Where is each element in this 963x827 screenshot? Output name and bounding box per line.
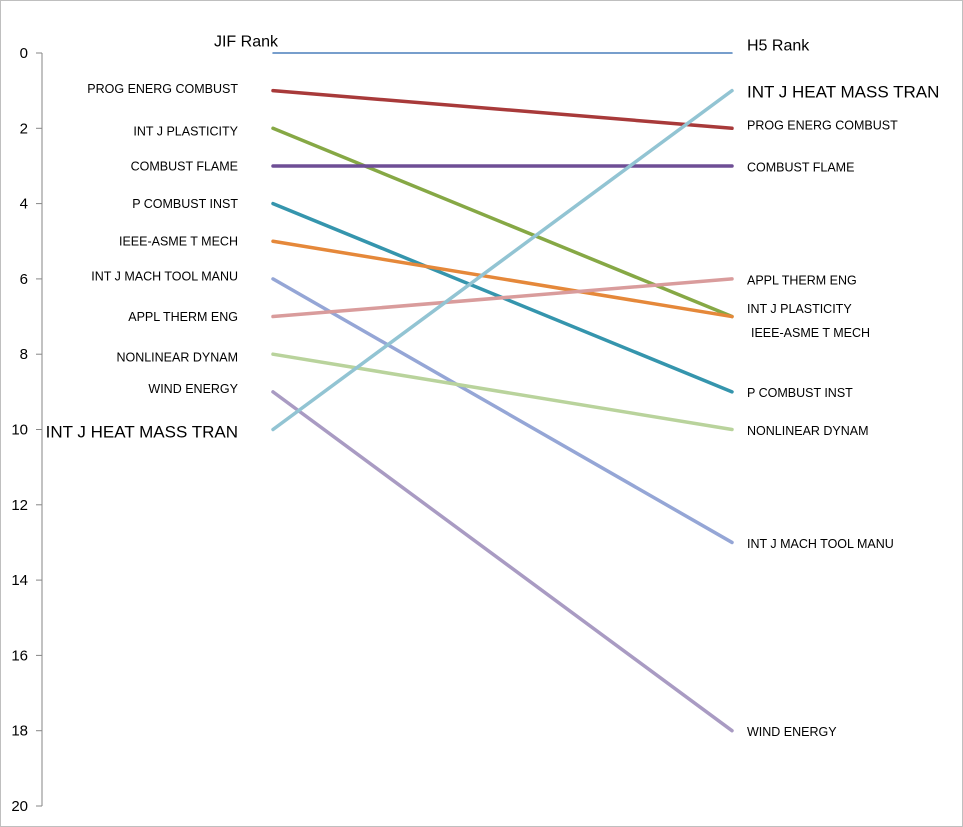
- y-tick-label: 6: [20, 271, 28, 288]
- series-line-8: [271, 277, 734, 319]
- right-label: INT J HEAT MASS TRAN: [747, 83, 939, 102]
- right-label: PROG ENERG COMBUST: [747, 119, 898, 133]
- right-label: COMBUST FLAME: [747, 160, 854, 174]
- y-tick-label: 8: [20, 346, 28, 363]
- series-line-6: [271, 239, 734, 319]
- left-label: APPL THERM ENG: [128, 310, 238, 324]
- left-label: INT J PLASTICITY: [133, 125, 238, 139]
- y-tick-label: 18: [11, 723, 28, 740]
- left-label: COMBUST FLAME: [131, 159, 238, 173]
- right-label: P COMBUST INST: [747, 386, 853, 400]
- series-line-2: [271, 88, 734, 131]
- series-line-3: [271, 126, 734, 319]
- y-tick-label: 14: [11, 572, 28, 589]
- left-label: PROG ENERG COMBUST: [87, 82, 238, 96]
- series-line-10: [271, 390, 734, 733]
- right-label: INT J MACH TOOL MANU: [747, 537, 894, 551]
- series-line-11: [271, 88, 734, 432]
- left-label: INT J HEAT MASS TRAN: [46, 422, 238, 441]
- y-tick-label: 2: [20, 120, 28, 137]
- y-tick-label: 4: [20, 196, 28, 213]
- left-label: P COMBUST INST: [132, 197, 238, 211]
- series-line-9: [271, 352, 734, 432]
- right-label: INT J PLASTICITY: [747, 302, 852, 316]
- left-label: NONLINEAR DYNAM: [116, 351, 238, 365]
- y-tick-label: 12: [11, 497, 28, 514]
- right-label: H5 Rank: [747, 38, 810, 55]
- right-label: NONLINEAR DYNAM: [747, 424, 869, 438]
- y-tick-label: 16: [11, 647, 28, 664]
- left-label: INT J MACH TOOL MANU: [91, 269, 238, 283]
- y-tick-label: 10: [11, 422, 28, 439]
- right-label: APPL THERM ENG: [747, 273, 857, 287]
- y-tick-label: 20: [11, 798, 28, 815]
- right-label: IEEE-ASME T MECH: [751, 326, 870, 340]
- series-line-7: [271, 277, 734, 545]
- left-label: JIF Rank: [214, 34, 279, 51]
- left-label: WIND ENERGY: [148, 382, 238, 396]
- right-label: WIND ENERGY: [747, 725, 837, 739]
- y-tick-label: 0: [20, 45, 28, 62]
- left-label: IEEE-ASME T MECH: [119, 235, 238, 249]
